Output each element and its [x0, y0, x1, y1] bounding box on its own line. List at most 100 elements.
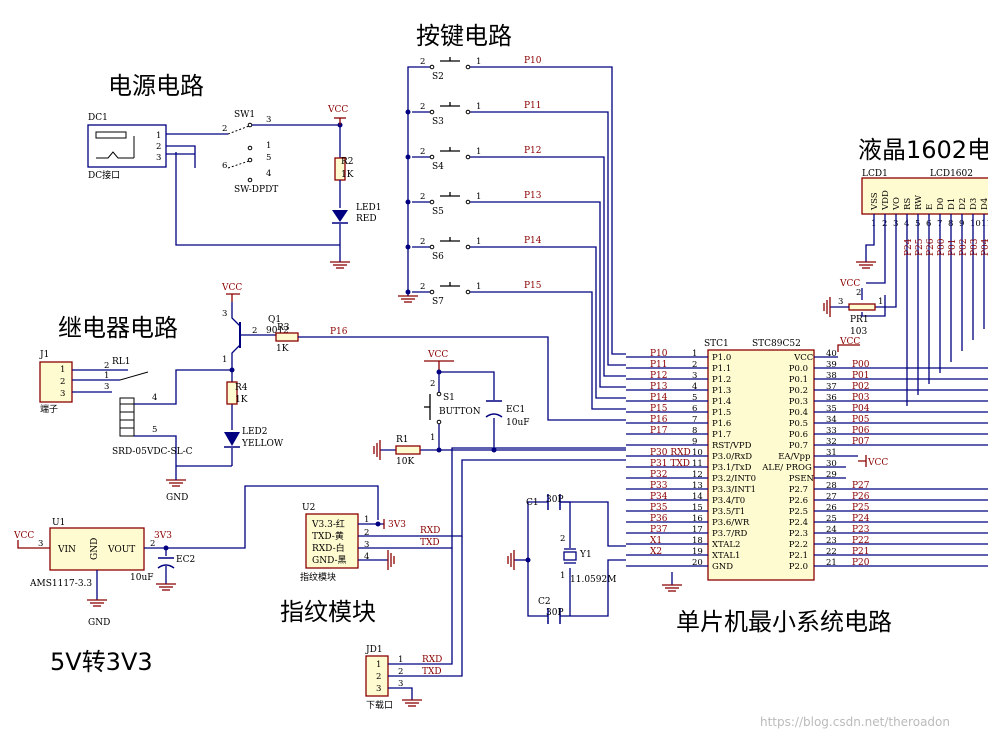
svg-text:3: 3 — [838, 297, 843, 307]
svg-text:1: 1 — [476, 102, 481, 112]
svg-text:P30 RXD: P30 RXD — [650, 448, 691, 458]
svg-text:6: 6 — [222, 161, 227, 171]
svg-text:28: 28 — [826, 481, 837, 491]
svg-text:2: 2 — [364, 528, 369, 538]
led2-diode — [224, 432, 240, 446]
dc-jack-contact — [96, 151, 134, 159]
svg-text:1: 1 — [364, 515, 369, 525]
svg-text:19: 19 — [692, 547, 703, 557]
dc-jack-body — [87, 124, 167, 168]
title-relay: 继电器电路 — [58, 314, 178, 342]
svg-text:16: 16 — [692, 514, 703, 524]
svg-text:2: 2 — [252, 326, 257, 336]
u2-pin1: V3.3-红 — [311, 518, 345, 530]
svg-text:1: 1 — [878, 297, 883, 307]
svg-text:22: 22 — [826, 547, 837, 557]
svg-text:XTAL2: XTAL2 — [712, 540, 740, 550]
title-lcd: 液晶1602电 — [858, 136, 988, 164]
svg-text:2: 2 — [692, 360, 697, 370]
led1-ref: LED1 — [356, 203, 382, 213]
svg-text:P03: P03 — [970, 238, 980, 256]
q1-value: 9012 — [266, 326, 289, 336]
svg-text:1: 1 — [476, 192, 481, 202]
svg-text:18: 18 — [692, 536, 703, 546]
svg-text:P15: P15 — [650, 404, 668, 414]
svg-text:P34: P34 — [650, 492, 668, 502]
svg-text:36: 36 — [826, 393, 837, 403]
svg-text:P3.7/RD: P3.7/RD — [712, 529, 748, 539]
svg-text:P2.5: P2.5 — [789, 507, 808, 517]
relay-circuit: J1 123 端子 213 RL1 4 5 SRD-05VDC-SL-C GND… — [39, 283, 626, 503]
svg-text:1: 1 — [476, 57, 481, 67]
svg-text:E: E — [925, 204, 935, 210]
svg-text:P02: P02 — [852, 382, 870, 392]
jd1-name: 下载口 — [366, 699, 393, 711]
svg-text:1: 1 — [560, 571, 565, 581]
svg-text:D2: D2 — [958, 198, 968, 210]
svg-text:P24: P24 — [904, 238, 914, 256]
key-net: P10 — [524, 56, 542, 66]
svg-text:1: 1 — [376, 660, 381, 670]
svg-text:P0.0: P0.0 — [789, 364, 808, 374]
svg-text:24: 24 — [826, 525, 837, 535]
lcd1602-body — [861, 177, 988, 215]
dc1-ref: DC1 — [88, 113, 108, 123]
sw1-ref: SW1 — [234, 110, 255, 120]
svg-text:PSEN: PSEN — [789, 474, 815, 484]
svg-text:P0.6: P0.6 — [789, 430, 808, 440]
jd1-rxd: RXD — [422, 655, 442, 665]
svg-text:P2.6: P2.6 — [789, 496, 808, 506]
dc-jack-pin — [95, 131, 127, 139]
c1-value: 30P — [546, 495, 564, 505]
r3-resistor — [275, 332, 299, 342]
svg-text:P26: P26 — [852, 492, 870, 502]
svg-text:P11: P11 — [650, 360, 668, 370]
svg-text:RW: RW — [914, 195, 924, 210]
svg-text:P32: P32 — [650, 470, 668, 480]
q1-ref: Q1 — [268, 315, 281, 325]
svg-text:D3: D3 — [969, 198, 979, 210]
svg-text:P27: P27 — [852, 481, 870, 491]
svg-text:P16: P16 — [650, 415, 668, 425]
pr1-ref: PR1 — [850, 315, 869, 325]
svg-text:2: 2 — [398, 667, 403, 677]
svg-text:10: 10 — [970, 219, 981, 229]
u2-3v3: 3V3 — [388, 520, 406, 530]
key-net: P13 — [524, 191, 542, 201]
svg-text:2: 2 — [420, 237, 425, 247]
svg-text:P25: P25 — [915, 238, 925, 256]
r4-resistor — [226, 381, 238, 405]
lcd1-ref: LCD1 — [862, 169, 888, 179]
svg-text:2: 2 — [420, 102, 425, 112]
svg-text:P06: P06 — [852, 426, 870, 436]
svg-text:12: 12 — [692, 470, 703, 480]
c1-ref: C1 — [526, 498, 539, 508]
svg-text:P0.3: P0.3 — [789, 397, 808, 407]
reset-vcc: VCC — [427, 350, 448, 360]
svg-text:P24: P24 — [852, 514, 870, 524]
svg-text:P22: P22 — [852, 536, 870, 546]
svg-text:23: 23 — [826, 536, 837, 546]
u2-pin3: RXD-白 — [312, 542, 345, 554]
key-label: S3 — [432, 117, 444, 127]
svg-text:P2.4: P2.4 — [789, 518, 808, 528]
svg-text:2: 2 — [420, 282, 425, 292]
svg-text:P02: P02 — [959, 238, 969, 256]
u2-body — [305, 513, 359, 569]
u2-name: 指纹模块 — [300, 571, 336, 583]
svg-text:2: 2 — [856, 288, 861, 298]
svg-text:P23: P23 — [852, 525, 870, 535]
svg-text:4: 4 — [152, 393, 157, 403]
svg-text:39: 39 — [826, 360, 837, 370]
svg-text:21: 21 — [826, 558, 837, 568]
